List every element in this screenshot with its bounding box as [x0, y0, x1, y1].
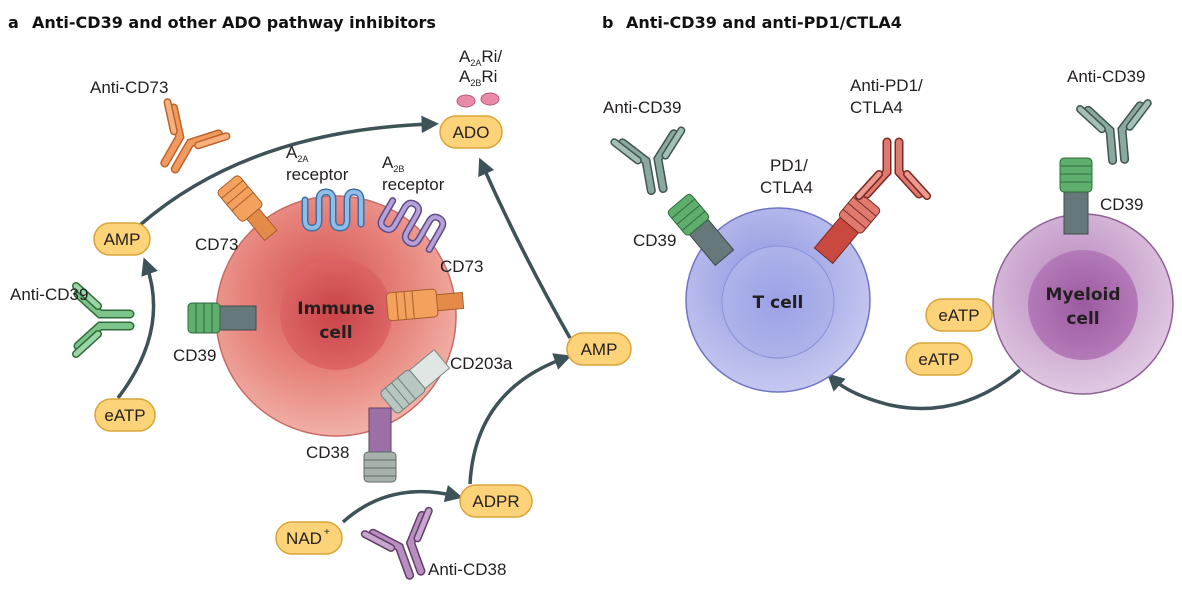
myeloid-cell: Myeloid cell	[992, 213, 1174, 395]
a2b-inhibitor-dot	[480, 92, 500, 106]
anti-cd38-antibody	[360, 506, 433, 580]
myeloid-cd39-receptor	[1059, 157, 1093, 235]
anti-cd39-antibody-tcell	[610, 126, 686, 196]
panel-a-letter: a	[8, 13, 19, 32]
myeloid-label-1: Myeloid	[1045, 285, 1120, 305]
tcell-cd39-receptor	[667, 193, 735, 267]
a2a-inhibitor-dot	[456, 94, 476, 108]
label-anti-pd1-2: CTLA4	[850, 98, 903, 117]
pill-adpr-text: ADPR	[472, 492, 519, 511]
pill-amp-left-text: AMP	[104, 230, 141, 249]
pd1-receptor	[813, 191, 881, 265]
pill-eatp-b1: eATP	[925, 298, 993, 332]
label-anti-cd38: Anti-CD38	[428, 560, 506, 579]
label-cd73-right: CD73	[440, 257, 483, 276]
pill-amp-right-text: AMP	[581, 340, 618, 359]
arrow-amp-to-ado	[138, 115, 439, 227]
cd73-right-receptor	[385, 288, 465, 322]
label-a2ari: A2ARi/	[459, 47, 502, 68]
arrow-myeloid-to-tcell	[826, 368, 1022, 411]
label-a2a: A2A	[286, 143, 308, 164]
label-anti-cd39: Anti-CD39	[10, 285, 88, 304]
arrow-amp-to-ado-right	[478, 157, 572, 339]
arrow-nad-to-adpr	[341, 485, 463, 524]
label-a2b: A2B	[382, 153, 404, 174]
pill-eatp-b2-text: eATP	[918, 350, 959, 369]
pill-nad-sup: +	[324, 527, 330, 538]
tcell-label: T cell	[753, 293, 804, 313]
arrow-adpr-to-amp	[468, 353, 572, 485]
label-anti-pd1-1: Anti-PD1/	[850, 76, 923, 95]
immune-cell: Immune cell	[215, 195, 457, 437]
immune-cell-label-2: cell	[319, 323, 352, 343]
anti-cd39-antibody	[72, 282, 135, 358]
label-cd38: CD38	[306, 443, 349, 462]
pill-eatp-b2: eATP	[905, 342, 973, 376]
anti-pd1-antibody	[855, 137, 931, 200]
label-pd1-2: CTLA4	[760, 178, 813, 197]
label-cd73-left: CD73	[195, 235, 238, 254]
pill-nad-text: NAD	[286, 529, 322, 548]
anti-cd39-antibody-myeloid	[1076, 99, 1152, 165]
label-a2bri: A2BRi	[459, 67, 497, 88]
arrow-eatp-to-amp	[116, 257, 158, 400]
label-b-anti-cd39-left: Anti-CD39	[603, 98, 681, 117]
pill-eatp: eATP	[94, 398, 156, 432]
pill-amp-left: AMP	[93, 222, 151, 256]
pill-eatp-text: eATP	[104, 406, 145, 425]
label-b-cd39-right: CD39	[1100, 195, 1143, 214]
pill-adpr: ADPR	[459, 484, 533, 518]
pill-eatp-b1-text: eATP	[938, 306, 979, 325]
pill-nad: NAD +	[275, 521, 343, 555]
panel-b-title: Anti-CD39 and anti-PD1/CTLA4	[626, 13, 902, 32]
pill-ado: ADO	[439, 115, 503, 149]
panel-a-title: Anti-CD39 and other ADO pathway inhibito…	[32, 13, 436, 32]
cd39-receptor	[187, 302, 257, 334]
a2b-receptor	[377, 197, 447, 253]
label-anti-cd73: Anti-CD73	[90, 78, 168, 97]
pill-ado-text: ADO	[453, 123, 490, 142]
label-cd203a: CD203a	[450, 354, 513, 373]
cd203a-receptor	[380, 348, 451, 414]
label-cd39: CD39	[173, 346, 216, 365]
cd73-left-receptor	[217, 175, 278, 242]
label-pd1-1: PD1/	[770, 156, 808, 175]
myeloid-label-2: cell	[1066, 309, 1099, 329]
immune-cell-label-1: Immune	[297, 299, 375, 319]
panel-b-letter: b	[602, 13, 613, 32]
label-b-anti-cd39-right: Anti-CD39	[1067, 67, 1145, 86]
pill-amp-right: AMP	[566, 332, 632, 366]
label-b-cd39-left: CD39	[633, 231, 676, 250]
anti-cd73-antibody	[160, 98, 231, 174]
cd38-receptor	[363, 407, 397, 483]
label-a2a-receptor: receptor	[286, 165, 349, 184]
label-a2b-receptor: receptor	[382, 175, 445, 194]
a2a-receptor-highlight	[303, 189, 363, 231]
